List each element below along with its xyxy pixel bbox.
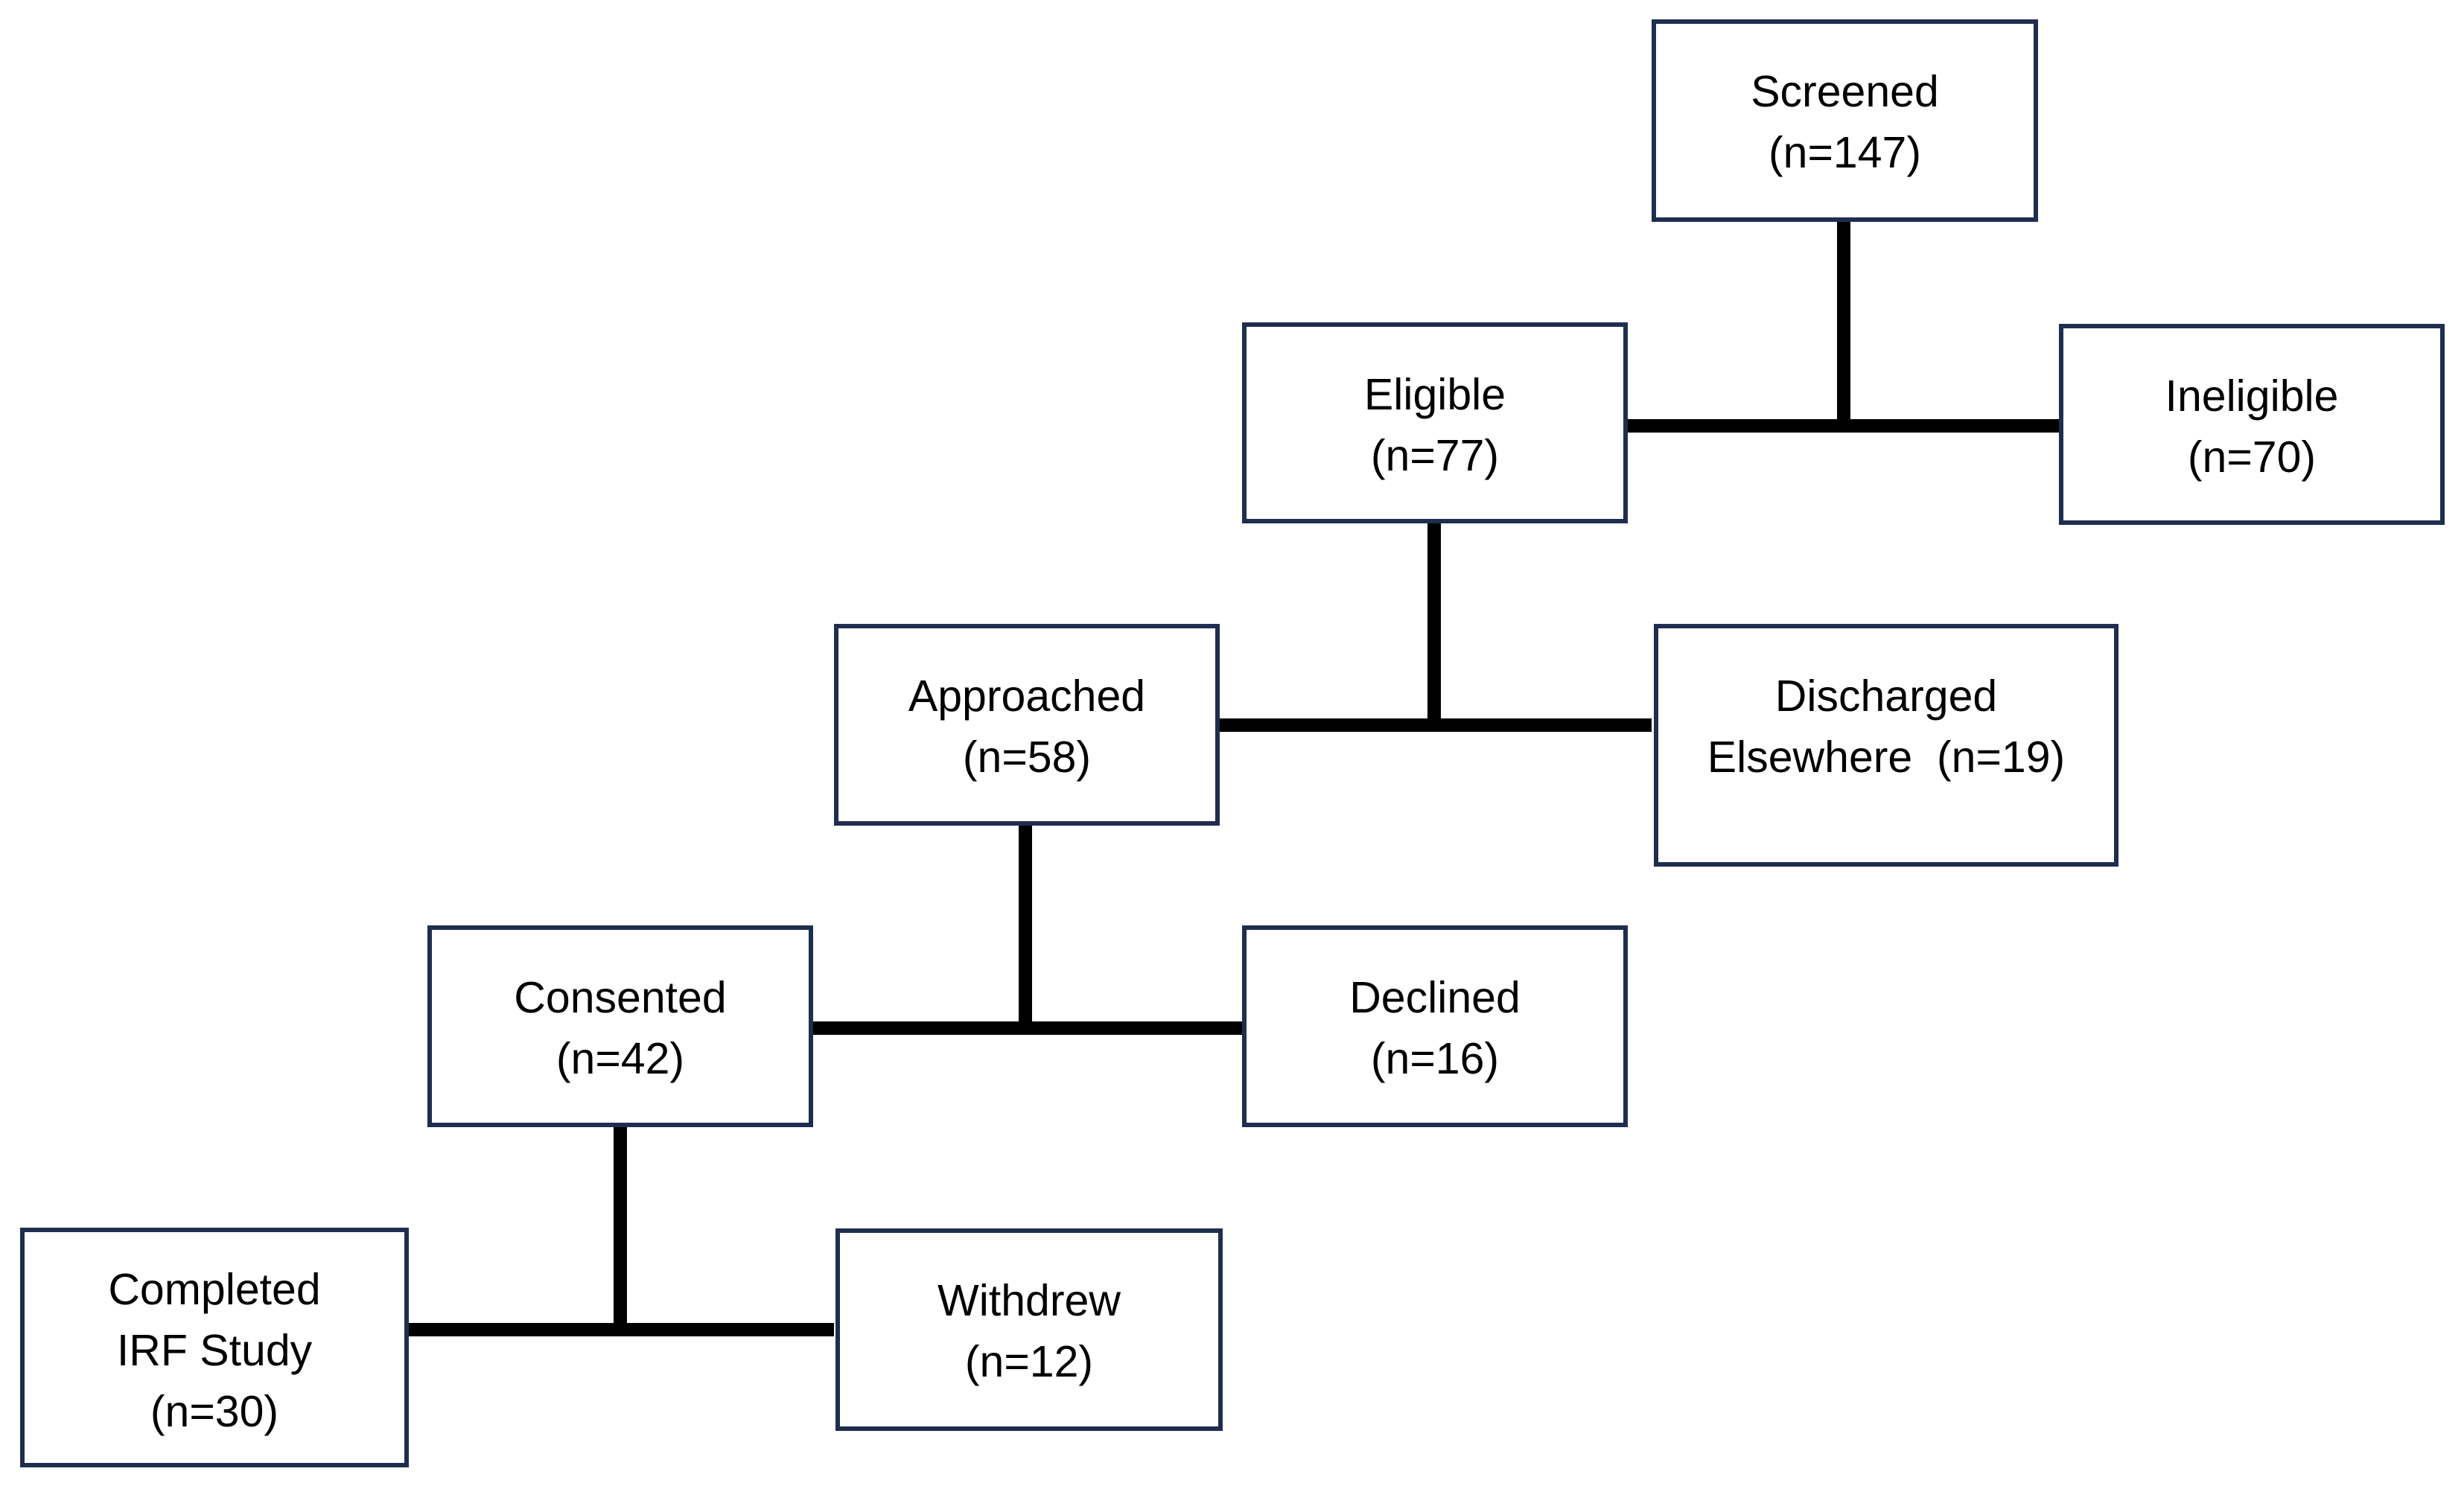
node-screened-count: (n=147) — [1768, 128, 1921, 177]
node-withdrew: Withdrew (n=12) — [835, 1228, 1223, 1431]
node-eligible-count: (n=77) — [1370, 431, 1500, 480]
node-completed-title: Completed — [108, 1265, 321, 1314]
node-eligible-title: Eligible — [1363, 370, 1506, 419]
node-approached: Approached (n=58) — [834, 624, 1220, 826]
node-ineligible-title: Ineligible — [2165, 372, 2339, 421]
node-approached-count: (n=58) — [962, 733, 1092, 782]
node-declined: Declined (n=16) — [1242, 925, 1628, 1127]
node-screened-title: Screened — [1751, 67, 1939, 116]
node-consented: Consented (n=42) — [427, 925, 813, 1127]
node-approached-title: Approached — [908, 672, 1146, 721]
node-withdrew-title: Withdrew — [937, 1276, 1121, 1325]
node-discharged-count: Elsewhere (n=19) — [1707, 733, 2066, 782]
connector-consented-declined-bar — [810, 1021, 1242, 1035]
node-completed-subtitle: IRF Study — [116, 1326, 313, 1375]
connector-eligible-stem — [1427, 523, 1441, 732]
node-discharged-title: Discharged — [1774, 672, 1998, 721]
node-completed-irf-study: Completed IRF Study (n=30) — [20, 1228, 409, 1467]
node-ineligible: Ineligible (n=70) — [2059, 324, 2445, 525]
connector-eligible-ineligible-bar — [1627, 419, 2059, 433]
node-withdrew-count: (n=12) — [964, 1337, 1094, 1386]
connector-consented-stem — [614, 1127, 627, 1336]
node-declined-count: (n=16) — [1370, 1034, 1500, 1083]
node-consented-count: (n=42) — [555, 1034, 685, 1083]
node-declined-title: Declined — [1349, 973, 1521, 1022]
connector-approached-discharged-bar — [1218, 718, 1652, 732]
node-ineligible-count: (n=70) — [2187, 433, 2317, 482]
connector-screened-stem — [1837, 222, 1850, 429]
connector-completed-withdrew-bar — [406, 1323, 834, 1336]
node-completed-count: (n=30) — [150, 1387, 279, 1436]
node-consented-title: Consented — [514, 973, 727, 1022]
node-eligible: Eligible (n=77) — [1242, 322, 1628, 523]
connector-approached-stem — [1019, 826, 1032, 1035]
node-discharged-elsewhere: Discharged Elsewhere (n=19) — [1654, 624, 2118, 867]
node-screened: Screened (n=147) — [1652, 19, 2038, 222]
